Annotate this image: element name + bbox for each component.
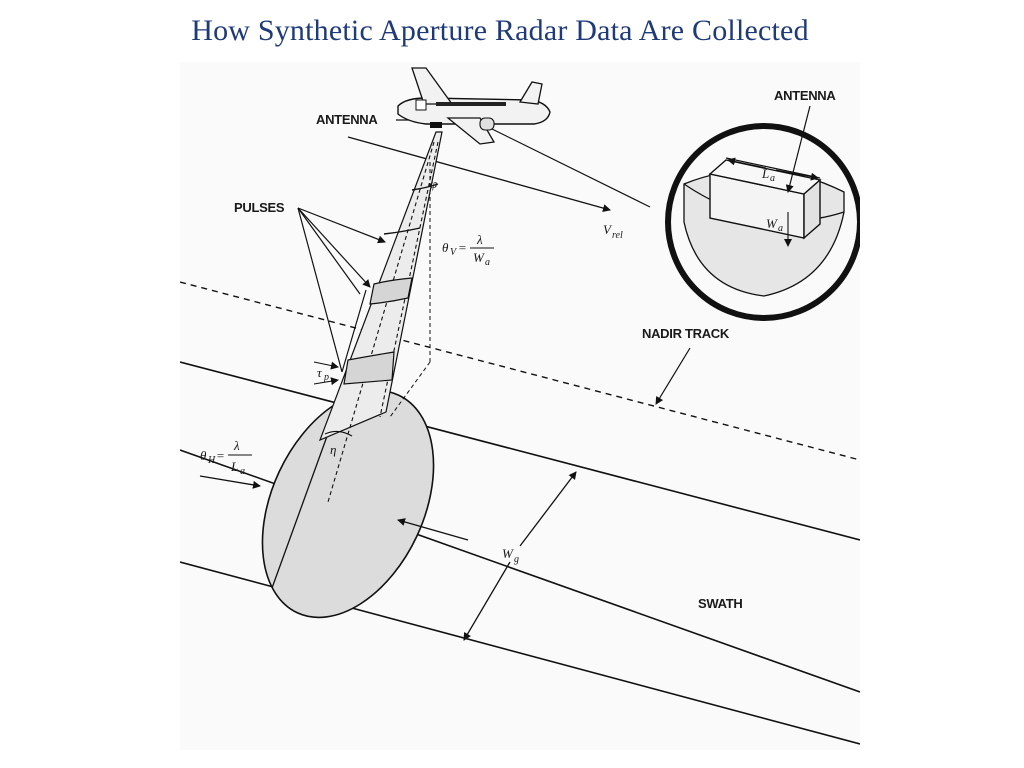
v-rel-sub: rel bbox=[612, 230, 623, 241]
wg-sub: g bbox=[514, 554, 519, 565]
nadir-track-line bbox=[180, 281, 860, 461]
svg-text:L: L bbox=[230, 459, 238, 474]
footprint-axis bbox=[271, 427, 331, 589]
inset-la-arrow-left bbox=[727, 157, 767, 169]
theta-h-expression: θ H = λ L a bbox=[200, 438, 252, 477]
page-title: How Synthetic Aperture Radar Data Are Co… bbox=[191, 14, 809, 47]
pulses-leader-1 bbox=[297, 207, 386, 244]
wg-arrow-up bbox=[519, 471, 577, 547]
pulses-leader-5 bbox=[341, 289, 367, 373]
footprint-edge-arrow bbox=[397, 518, 469, 541]
tau-p-marker: τ p bbox=[313, 361, 339, 386]
svg-text:V: V bbox=[450, 247, 458, 258]
swath-line-top bbox=[180, 361, 860, 541]
phi-label: φ bbox=[430, 176, 437, 191]
radar-footprint bbox=[261, 389, 435, 619]
pulses-leader-2 bbox=[297, 207, 371, 288]
theta-v-expression: θ V = λ W a bbox=[442, 232, 494, 268]
svg-text:τ: τ bbox=[317, 365, 323, 380]
sar-diagram: V rel PULSES ANTENNA φ θ V = λ bbox=[180, 62, 860, 750]
swath-label: SWATH bbox=[698, 596, 742, 611]
svg-text:H: H bbox=[207, 455, 216, 466]
pulses-leader-4 bbox=[297, 207, 343, 373]
nadir-track-label: NADIR TRACK bbox=[642, 326, 730, 341]
v-rel-label: V bbox=[603, 222, 613, 237]
pulse-arc-1 bbox=[411, 183, 439, 191]
eta-marker: η bbox=[324, 430, 353, 457]
svg-text:θ: θ bbox=[442, 240, 449, 255]
svg-text:a: a bbox=[240, 466, 245, 477]
antenna-inset bbox=[665, 123, 860, 321]
pulse-arc-2 bbox=[383, 227, 421, 235]
antenna-label: ANTENNA bbox=[316, 112, 378, 127]
svg-text:=: = bbox=[458, 240, 467, 255]
pulse-band-1 bbox=[369, 277, 413, 305]
svg-text:a: a bbox=[485, 257, 490, 268]
la-label: L bbox=[761, 166, 769, 181]
wg-label: W bbox=[502, 546, 514, 561]
wa-label: W bbox=[766, 216, 778, 231]
svg-text:η: η bbox=[330, 442, 336, 457]
svg-text:W: W bbox=[473, 250, 485, 265]
wa-sub: a bbox=[778, 223, 783, 234]
pulses-label: PULSES bbox=[234, 200, 285, 215]
svg-text:λ: λ bbox=[233, 438, 240, 453]
wg-arrow-down bbox=[463, 561, 511, 641]
pulses-leader-3 bbox=[297, 207, 361, 295]
nadir-track-leader bbox=[655, 347, 691, 405]
la-sub: a bbox=[770, 173, 775, 184]
aircraft-icon bbox=[397, 67, 551, 145]
velocity-line bbox=[347, 136, 611, 212]
svg-text:θ: θ bbox=[200, 448, 207, 463]
svg-text:λ: λ bbox=[476, 232, 483, 247]
inset-leader-line bbox=[489, 127, 651, 208]
projection-line-2 bbox=[389, 361, 431, 418]
theta-h-arrow bbox=[199, 475, 261, 489]
svg-text:=: = bbox=[216, 448, 225, 463]
antenna-inset-label: ANTENNA bbox=[774, 88, 836, 103]
pulse-band-2 bbox=[343, 351, 395, 385]
inset-la-arrow-right bbox=[775, 169, 819, 181]
antenna-inset-leader bbox=[785, 105, 811, 193]
sar-diagram-svg: V rel PULSES ANTENNA φ θ V = λ bbox=[180, 67, 860, 745]
svg-text:p: p bbox=[323, 372, 329, 383]
